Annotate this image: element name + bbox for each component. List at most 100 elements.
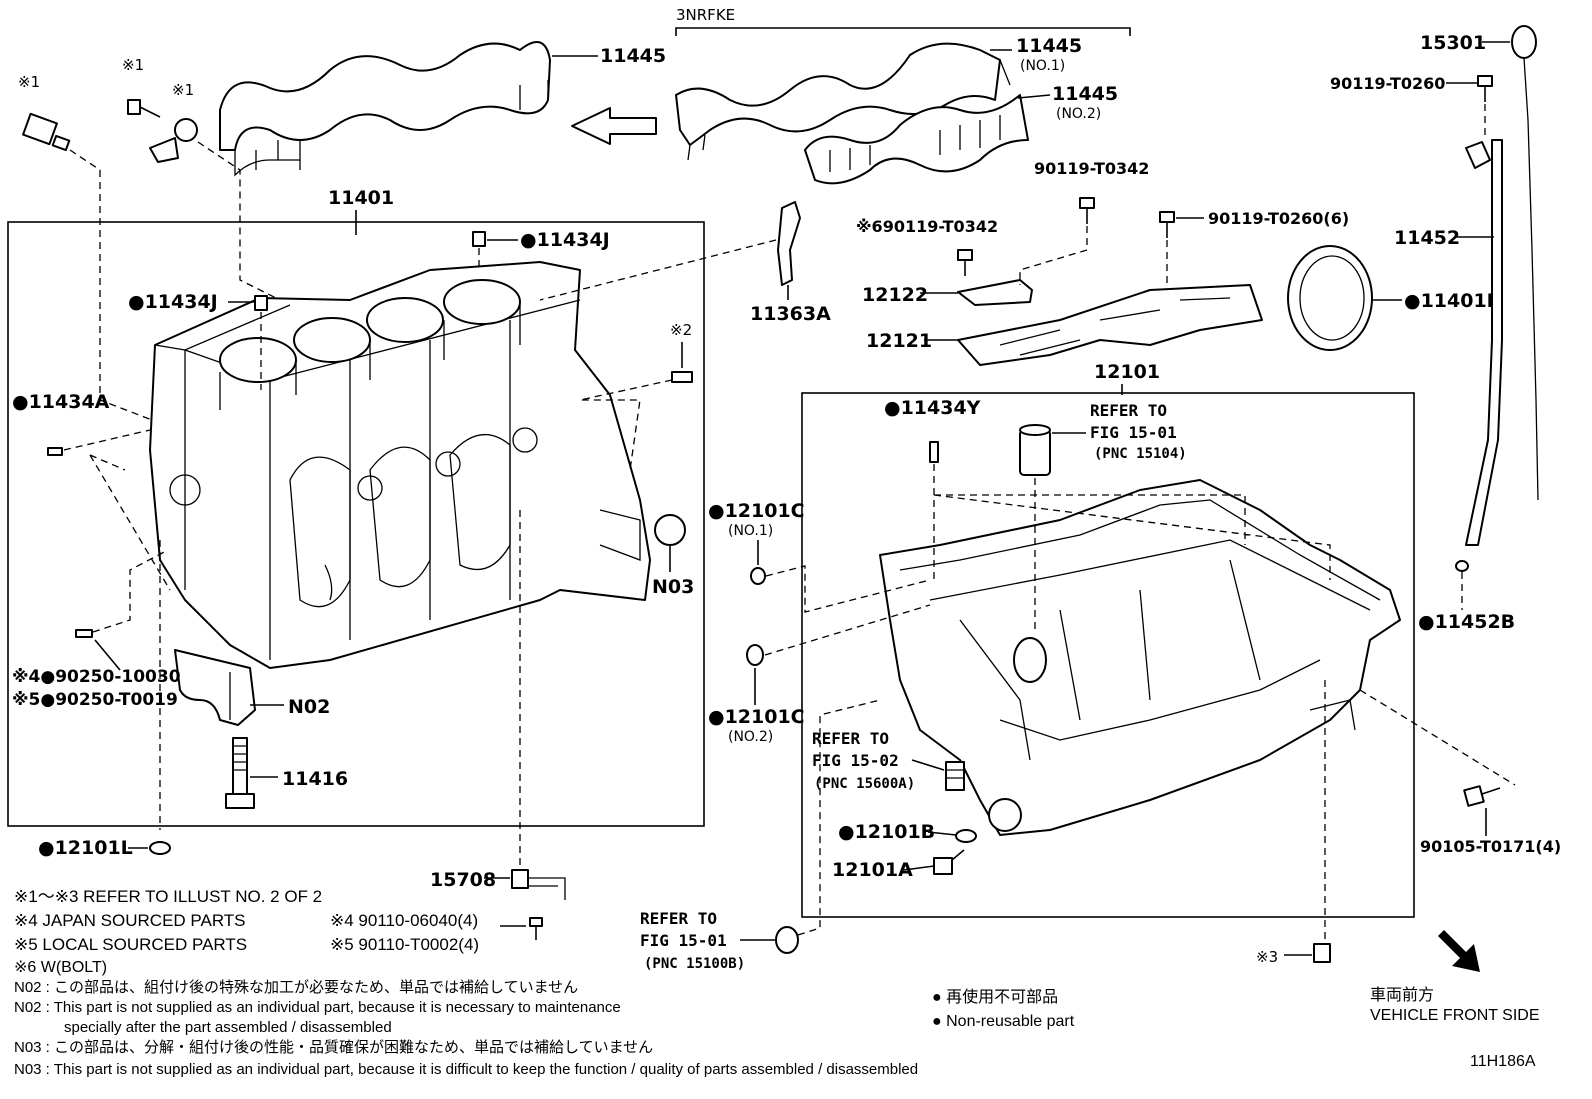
gasket-icon [955, 829, 977, 843]
bolt-icon-mark3 [1313, 943, 1331, 963]
cylinder-block-illustration [149, 261, 651, 669]
note-w-bolt: ※6 W(BOLT) [14, 959, 107, 976]
note-japan-sourced: ※4 JAPAN SOURCED PARTS [14, 911, 246, 930]
label-11452: 11452 [1394, 227, 1460, 249]
label-12101: 12101 [1094, 361, 1160, 383]
baffle-plate-12122-icon [957, 279, 1033, 306]
bolt-icon-90119-c [1159, 211, 1175, 238]
small-bolt-icon [529, 917, 543, 940]
note-n03-en: N03 : This part is not supplied as an in… [14, 1061, 918, 1078]
label-n02: N02 [288, 696, 330, 718]
label-11445-no1-sub: (NO.1) [1020, 58, 1065, 74]
label-12101c-no1: ●12101C [708, 500, 805, 522]
seal-icon [149, 841, 171, 855]
oil-jet-icon [511, 869, 566, 900]
label-15708: 15708 [430, 869, 496, 891]
label-90105-t0171: 90105-T0171(4) [1420, 837, 1561, 856]
mark-1-b: ※1 [122, 56, 144, 74]
pin-icon-2 [75, 629, 93, 638]
dowel-pin-icon [472, 231, 486, 247]
label-90250-t0019: ※5●90250-T0019 [12, 690, 178, 710]
pin-icon-3 [929, 441, 939, 463]
oil-strainer-icon [1019, 424, 1051, 476]
oil-filter-union-icon [945, 761, 965, 791]
label-11434a: ●11434A [12, 391, 110, 413]
note-n03-jp: N03 : この部品は、分解・組付け後の性能・品質確保が困難なため、単品では補給… [14, 1038, 653, 1056]
label-90119-t0260: 90119-T0260 [1330, 74, 1445, 93]
label-n03: N03 [652, 576, 694, 598]
label-15301: 15301 [1420, 32, 1486, 54]
label-11416: 11416 [282, 768, 348, 790]
spacer-no2-illustration [804, 94, 1029, 185]
legend-jp: ● 再使用不可部品 [932, 988, 1058, 1006]
label-11434y: ●11434Y [884, 397, 981, 419]
note-90110-t0002: ※5 90110-T0002(4) [330, 935, 479, 954]
label-11434j-a: ●11434J [520, 229, 610, 251]
label-11434j-b: ●11434J [128, 291, 218, 313]
bolt-icon-90119-a [957, 249, 973, 276]
label-90119-t0260-6: 90119-T0260(6) [1208, 209, 1349, 228]
label-11445-no1: 11445 [1016, 35, 1082, 57]
variant-bracket: 3NRFKE [675, 6, 1131, 36]
mark-1-a: ※1 [18, 73, 40, 91]
o-ring-icon [1455, 560, 1469, 572]
label-12101c-no2-sub: (NO.2) [728, 729, 773, 745]
water-jacket-spacer-illustration [219, 41, 551, 177]
baffle-plate-12121-icon [957, 284, 1263, 366]
bearing-cap-icon [174, 649, 256, 726]
label-12121: 12121 [866, 330, 932, 352]
ref2-pnc: (PNC 15600A) [814, 776, 915, 792]
mark-3: ※3 [1256, 948, 1278, 966]
oil-seal-icon [1287, 245, 1373, 351]
stud-icon [671, 371, 693, 383]
ref3-line1: REFER TO [640, 909, 717, 928]
label-90119-t0342: 90119-T0342 [1034, 159, 1149, 178]
ref1-line2: FIG 15-01 [1090, 423, 1177, 442]
label-12122: 12122 [862, 284, 928, 306]
o-ring-no2-icon [746, 644, 764, 666]
label-11445-no2: 11445 [1052, 83, 1118, 105]
mark-1-c: ※1 [172, 81, 194, 99]
bracket-11363a-icon [777, 201, 801, 286]
direction-arrow-icon [571, 107, 657, 145]
illustration-code: 11H186A [1470, 1053, 1536, 1070]
label-90250-10030: ※4●90250-10030 [12, 667, 181, 687]
front-jp: 車両前方 [1370, 986, 1434, 1004]
front-en: VEHICLE FRONT SIDE [1370, 1007, 1540, 1024]
label-12101l: ●12101L [38, 837, 133, 859]
variant-label: 3NRFKE [676, 6, 735, 24]
note-n02-jp: N02 : この部品は、組付け後の特殊な加工が必要なため、単品では補給していませ… [14, 979, 578, 996]
bolt-icon [127, 99, 161, 118]
legend-en: ● Non-reusable part [932, 1013, 1075, 1030]
ref2-line1: REFER TO [812, 729, 889, 748]
dowel-pin-icon-2 [254, 295, 268, 311]
label-11363a: 11363A [750, 303, 831, 325]
sensor-bracket-icon [149, 118, 198, 163]
ref1-pnc: (PNC 15104) [1094, 446, 1187, 462]
o-ring-no1-icon [750, 567, 766, 585]
oil-pan-illustration [879, 479, 1401, 836]
note-n02-en-1: N02 : This part is not supplied as an in… [14, 999, 621, 1016]
pin-icon [47, 447, 63, 456]
dipstick-icon [1511, 25, 1539, 501]
note-refer-illust: ※1～※3 REFER TO ILLUST NO. 2 OF 2 [14, 887, 322, 906]
label-90119-t0342-6: ※690119-T0342 [856, 217, 998, 236]
o-ring-large-icon [775, 926, 799, 954]
label-11452b: ●11452B [1418, 611, 1515, 633]
bolt-icon-90105 [1463, 785, 1501, 807]
label-11445-main: 11445 [600, 45, 666, 67]
spacer-no1-illustration [675, 42, 1011, 161]
dipstick-guide-icon [1465, 139, 1503, 546]
ref1-line1: REFER TO [1090, 401, 1167, 420]
label-11401l: ●11401L [1404, 290, 1499, 312]
note-local-sourced: ※5 LOCAL SOURCED PARTS [14, 935, 247, 954]
ref3-pnc: (PNC 15100B) [644, 956, 745, 972]
label-12101c-no2: ●12101C [708, 706, 805, 728]
knock-sensor-icon [22, 112, 71, 152]
mark-2: ※2 [670, 321, 692, 339]
note-90110-06040: ※4 90110-06040(4) [330, 911, 478, 930]
note-n02-en-2: specially after the part assembled / dis… [64, 1019, 392, 1036]
drain-plug-icon [933, 849, 965, 875]
plug-n03-icon [654, 514, 686, 546]
